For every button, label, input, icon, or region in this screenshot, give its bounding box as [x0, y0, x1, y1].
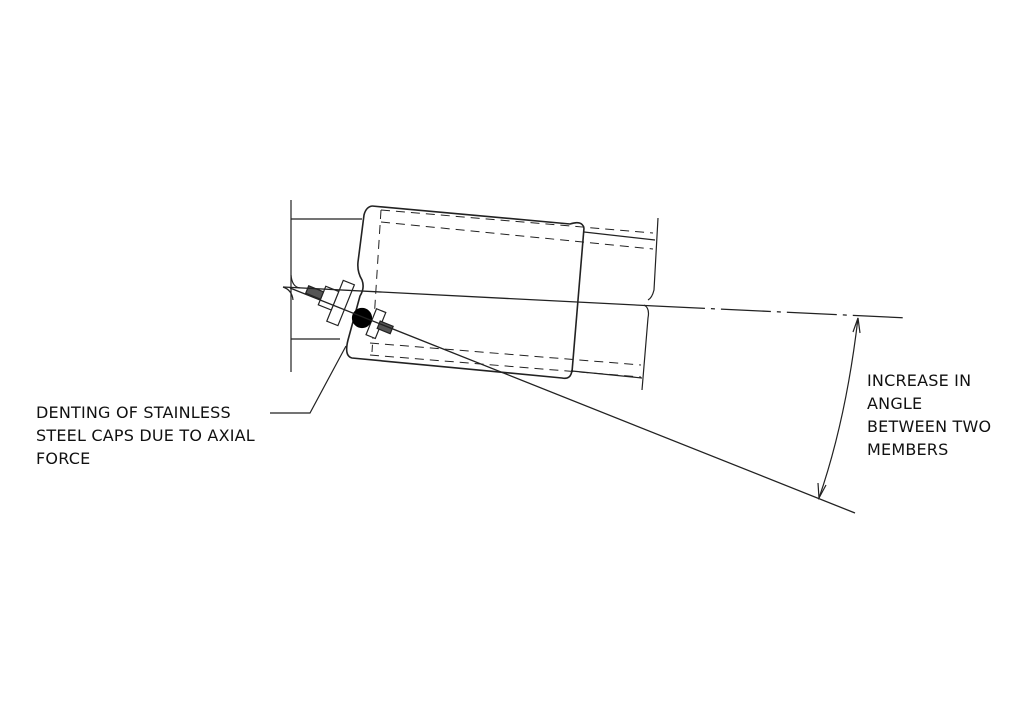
angle-annotation: INCREASE IN ANGLE BETWEEN TWO MEMBERS: [867, 369, 991, 461]
stainless-steel-cap: [345, 205, 585, 380]
annotation-line: STEEL CAPS DUE TO AXIAL: [36, 426, 255, 445]
annotation-line: FORCE: [36, 449, 91, 468]
annotation-line: INCREASE IN: [867, 371, 972, 390]
leader-line: [270, 345, 347, 414]
pin-ball: [351, 307, 373, 329]
left-member: [282, 200, 362, 372]
annotation-line: MEMBERS: [867, 440, 949, 459]
reference-lines: [282, 286, 909, 514]
bolt-assembly: [304, 279, 394, 340]
angle-dimension-arrow: [817, 317, 861, 501]
annotation-line: BETWEEN TWO: [867, 417, 992, 436]
annotation-line: ANGLE: [867, 394, 923, 413]
denting-annotation: DENTING OF STAINLESS STEEL CAPS DUE TO A…: [36, 401, 255, 470]
annotation-line: DENTING OF STAINLESS: [36, 403, 231, 422]
